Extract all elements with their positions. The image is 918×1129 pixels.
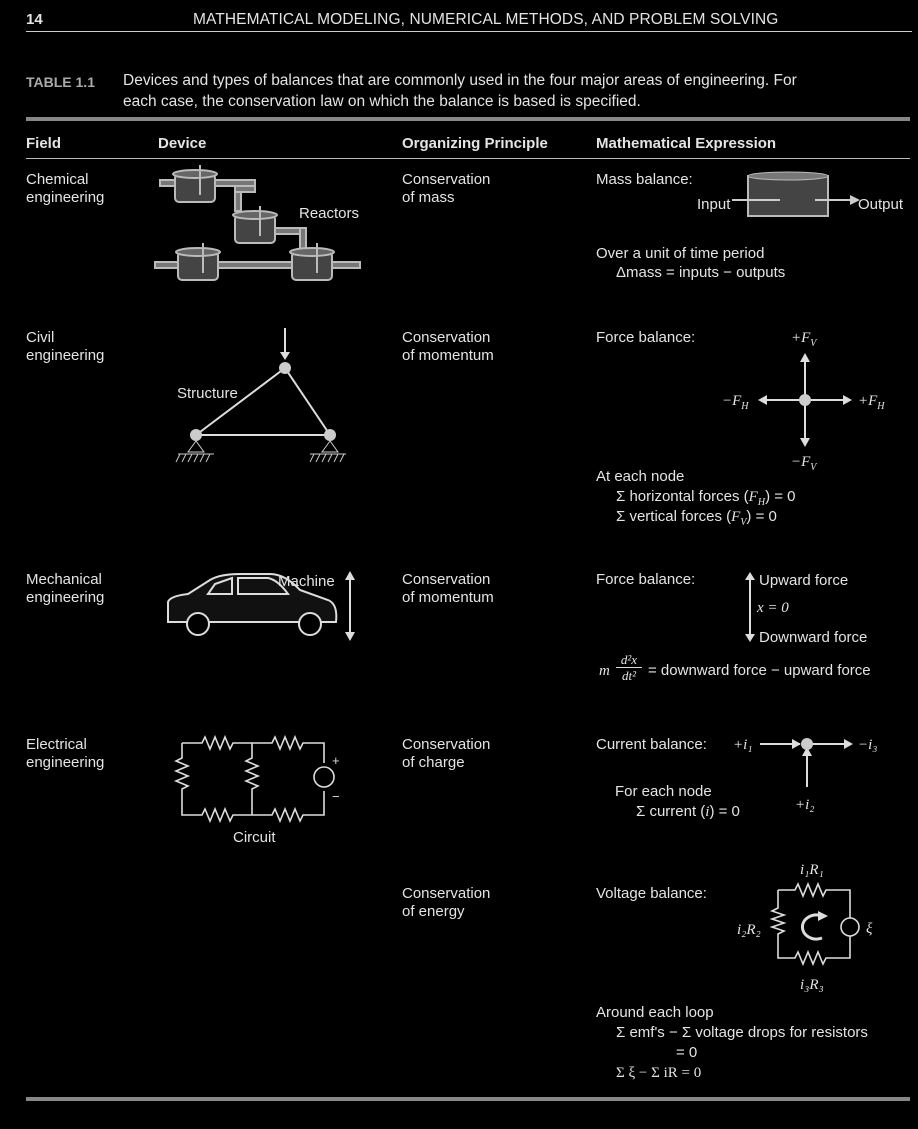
expression-text: Σ horizontal forces ( — [616, 488, 749, 505]
principle-label: Conservation — [402, 736, 491, 753]
table-bottom-rule — [26, 1097, 910, 1101]
force-node-diagram — [758, 353, 852, 447]
circuit-diagram: + − — [173, 734, 340, 824]
field-label: engineering — [26, 347, 105, 364]
output-label: Output — [858, 196, 904, 213]
header-device: Device — [158, 135, 207, 152]
expression-text: Σ vertical forces ( — [616, 508, 732, 525]
principle-label: Conservation — [402, 329, 491, 346]
device-label: Machine — [278, 573, 335, 590]
expression-line: At each node — [596, 468, 685, 485]
principle-label: of momentum — [402, 589, 494, 606]
field-label: Electrical — [26, 736, 87, 753]
svg-text:−: − — [332, 789, 340, 804]
mass-balance-tank — [732, 171, 860, 217]
header-expression: Mathematical Expression — [596, 135, 777, 152]
device-label: Structure — [177, 385, 238, 402]
caption-line-1: Devices and types of balances that are c… — [123, 72, 797, 89]
principle-label: of energy — [402, 903, 465, 920]
eq-rest: = downward force − upward force — [648, 662, 871, 679]
resistor-label: i₂R₂ — [737, 922, 761, 938]
field-label: engineering — [26, 589, 105, 606]
expression-title: Mass balance: — [596, 171, 693, 188]
force-subscript: V — [740, 517, 747, 528]
page-number: 14 — [26, 11, 43, 28]
emf-label: ξ — [866, 921, 873, 937]
resistor-label: i₃R₃ — [800, 977, 824, 993]
eq-mass: m — [599, 663, 610, 679]
expression-line: For each node — [615, 783, 712, 800]
field-label: engineering — [26, 189, 105, 206]
table-top-rule — [26, 117, 910, 121]
expression-line: Σ ξ − Σ iR = 0 — [616, 1065, 702, 1081]
device-label: Reactors — [299, 205, 360, 222]
expression-text: ) = 0 — [765, 488, 796, 505]
eq-denominator: dt² — [621, 668, 636, 683]
force-subscript: V — [810, 462, 817, 473]
resistor-label: i₁R₁ — [800, 862, 824, 878]
principle-label: of mass — [402, 189, 455, 206]
table-label: TABLE 1.1 — [26, 74, 95, 90]
expression-line: Δmass = inputs − outputs — [616, 264, 786, 281]
running-title: MATHEMATICAL MODELING, NUMERICAL METHODS… — [193, 11, 779, 28]
expression-line: = 0 — [676, 1044, 698, 1061]
field-label: Mechanical — [26, 571, 102, 588]
x-equals: x = 0 — [757, 600, 789, 616]
current-node-diagram — [760, 738, 853, 787]
field-label: Chemical — [26, 171, 89, 188]
truss-structure — [175, 328, 346, 463]
caption-line-2: each case, the conservation law on which… — [123, 93, 641, 110]
expression-line: Σ emf's − Σ voltage drops for resistors — [616, 1024, 868, 1041]
vertical-force-arrow — [745, 572, 755, 642]
current-label: +i₂ — [795, 797, 815, 813]
expression-text: ) = 0 — [709, 803, 740, 820]
expression-title: Voltage balance: — [596, 885, 707, 902]
principle-label: Conservation — [402, 571, 491, 588]
force-label: +F — [791, 330, 811, 346]
principle-label: Conservation — [402, 885, 491, 902]
expression-line: Over a unit of time period — [596, 245, 765, 262]
force-label: −F — [722, 393, 742, 409]
field-label: Civil — [26, 329, 55, 346]
header-field: Field — [26, 135, 62, 152]
force-label: +F — [858, 393, 878, 409]
svg-text:+: + — [332, 753, 340, 768]
expression-text: Σ current ( — [636, 803, 706, 820]
eq-numerator: d²x — [620, 652, 638, 667]
voltage-loop-diagram — [769, 881, 860, 967]
expression-var: i — [705, 804, 710, 820]
force-label: −F — [791, 454, 811, 470]
force-subscript: H — [757, 497, 766, 508]
expression-title: Force balance: — [596, 571, 696, 588]
header-principle: Organizing Principle — [402, 135, 548, 152]
expression-title: Current balance: — [596, 736, 707, 753]
downward-force-label: Downward force — [759, 629, 868, 646]
current-label: −i₃ — [858, 737, 878, 753]
header-rule-bottom — [26, 158, 910, 159]
expression-line: Around each loop — [596, 1004, 714, 1021]
header-rule — [26, 31, 912, 32]
car-machine — [167, 571, 355, 641]
force-subscript: H — [741, 401, 749, 412]
force-subscript: V — [810, 338, 817, 349]
principle-label: of momentum — [402, 347, 494, 364]
device-label: Circuit — [233, 829, 276, 846]
input-label: Input — [697, 196, 731, 213]
force-subscript: H — [877, 401, 885, 412]
upward-force-label: Upward force — [759, 572, 849, 589]
expression-text: ) = 0 — [746, 508, 777, 525]
field-label: engineering — [26, 754, 105, 771]
current-label: +i₁ — [733, 737, 753, 753]
reactors-diagram — [154, 165, 361, 281]
expression-title: Force balance: — [596, 329, 696, 346]
principle-label: of charge — [402, 754, 465, 771]
principle-label: Conservation — [402, 171, 491, 188]
